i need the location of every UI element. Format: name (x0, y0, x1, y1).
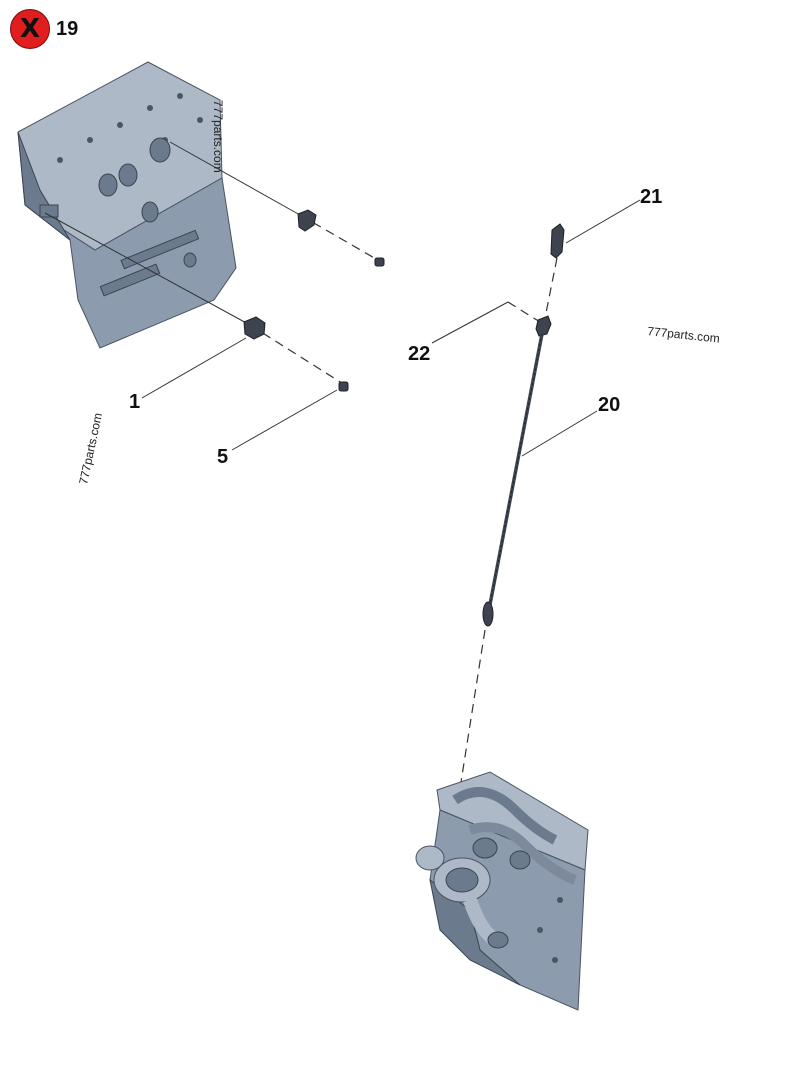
callout-22: 22 (408, 343, 430, 365)
watermark-right: 777parts.com (647, 324, 721, 346)
dipstick-tube (482, 333, 544, 627)
engine-block-lower (415, 771, 589, 1011)
part-1 (243, 316, 266, 340)
callout-5: 5 (217, 446, 228, 468)
part-bolt-upper (374, 257, 385, 267)
dipstick-handle (550, 223, 565, 259)
watermark-left: 777parts.com (76, 412, 105, 486)
part-sensor-upper (297, 209, 317, 232)
callout-20: 20 (598, 394, 620, 416)
close-button[interactable]: X (10, 9, 50, 49)
close-icon: X (10, 9, 50, 49)
callout-21: 21 (640, 186, 662, 208)
part-5 (338, 381, 349, 392)
diagram-number: 19 (56, 18, 79, 40)
watermark-top: 777parts.com (211, 100, 225, 173)
engine-block-upper (17, 61, 237, 349)
dipstick-tube-line (44, 212, 251, 326)
callout-1: 1 (129, 391, 140, 413)
dipstick-clip (535, 315, 552, 337)
